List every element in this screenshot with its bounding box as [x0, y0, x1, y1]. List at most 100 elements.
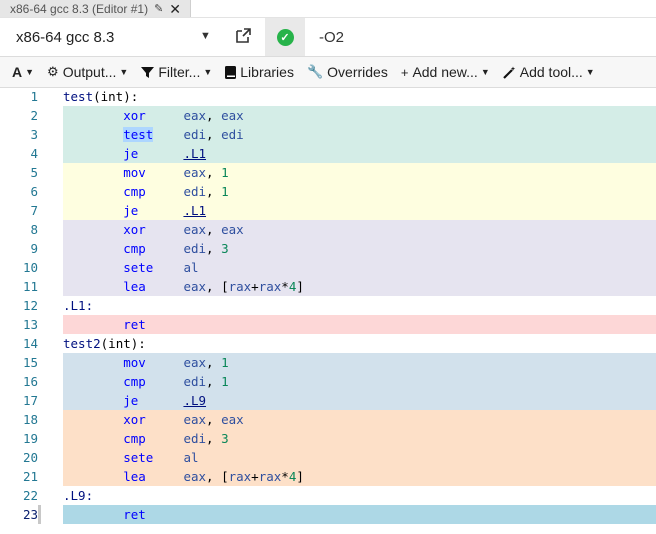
caret-down-icon: ▼: [203, 67, 213, 77]
line-highlight: [63, 315, 656, 334]
line-highlight: [63, 239, 656, 258]
line-number: 11: [22, 279, 38, 294]
code-text[interactable]: je .L1: [63, 201, 206, 220]
line-highlight: [63, 410, 656, 429]
code-line: 18 xor eax, eax: [0, 410, 656, 429]
line-number: 23: [22, 507, 38, 522]
code-text[interactable]: cmp edi, 3: [63, 429, 228, 448]
register: eax: [183, 355, 207, 370]
code-text[interactable]: xor eax, eax: [63, 410, 244, 429]
register: rax: [258, 279, 282, 294]
operand-punct: ,: [206, 165, 222, 180]
register: eax: [221, 222, 244, 237]
register: edi: [183, 431, 207, 446]
operand-punct: ,: [206, 374, 222, 389]
mnemonic: xor: [123, 222, 146, 237]
line-number: 2: [30, 108, 38, 123]
code-text[interactable]: je .L1: [63, 144, 206, 163]
label-link[interactable]: .L1: [183, 146, 207, 161]
code-text[interactable]: .L9:: [63, 486, 93, 505]
mnemonic: sete: [123, 450, 154, 465]
label-signature: (int):: [93, 89, 139, 104]
mnemonic: sete: [123, 260, 154, 275]
plus-icon: +: [400, 64, 409, 80]
mnemonic: xor: [123, 412, 146, 427]
compiler-select[interactable]: x86-64 gcc 8.3 ▼: [4, 21, 226, 53]
mnemonic: cmp: [123, 184, 146, 199]
label-link[interactable]: .L1: [183, 203, 207, 218]
code-line: 2 xor eax, eax: [0, 106, 656, 125]
compile-status[interactable]: ✓: [265, 18, 305, 56]
overrides-label: Overrides: [327, 64, 388, 80]
line-number: 6: [30, 184, 38, 199]
mnemonic: je: [123, 146, 139, 161]
mnemonic: ret: [123, 317, 146, 332]
code-line: 20 sete al: [0, 448, 656, 467]
code-text[interactable]: cmp edi, 1: [63, 372, 228, 391]
code-text[interactable]: sete al: [63, 258, 198, 277]
add-tool-button[interactable]: Add tool... ▼: [497, 57, 602, 87]
add-new-button[interactable]: + Add new... ▼: [395, 57, 497, 87]
code-text[interactable]: lea eax, [rax+rax*4]: [63, 467, 304, 486]
check-icon: ✓: [276, 28, 294, 46]
popout-icon[interactable]: [234, 27, 252, 45]
output-button[interactable]: ⚙ Output... ▼: [41, 57, 135, 87]
code-text[interactable]: cmp edi, 1: [63, 182, 228, 201]
operand-punct: ]: [296, 279, 304, 294]
code-text[interactable]: sete al: [63, 448, 198, 467]
register: eax: [221, 108, 244, 123]
code-text[interactable]: test edi, edi: [63, 125, 244, 144]
line-highlight: [63, 505, 656, 524]
code-line: 15 mov eax, 1: [0, 353, 656, 372]
libraries-button[interactable]: Libraries: [219, 57, 301, 87]
toolbar: A ▼ ⚙ Output... ▼ Filter... ▼ Libraries …: [0, 57, 656, 88]
line-highlight: [63, 448, 656, 467]
code-text[interactable]: cmp edi, 3: [63, 239, 228, 258]
operand-punct: ,: [206, 355, 222, 370]
line-number: 18: [22, 412, 38, 427]
code-text[interactable]: ret: [63, 505, 183, 524]
label-signature: (int):: [100, 336, 146, 351]
code-text[interactable]: test2(int):: [63, 334, 146, 353]
line-number: 15: [22, 355, 38, 370]
register: edi: [183, 241, 207, 256]
line-highlight: [63, 125, 656, 144]
code-text[interactable]: ret: [63, 315, 183, 334]
font-size-button[interactable]: A ▼: [0, 57, 41, 87]
tab-editor[interactable]: x86-64 gcc 8.3 (Editor #1) ✎ ✕: [0, 0, 191, 17]
label-link[interactable]: .L9: [183, 393, 207, 408]
mnemonic: cmp: [123, 374, 146, 389]
code-text[interactable]: .L1:: [63, 296, 93, 315]
register: eax: [183, 469, 207, 484]
code-line: 4 je .L1: [0, 144, 656, 163]
mnemonic: test: [123, 127, 154, 142]
filter-button[interactable]: Filter... ▼: [135, 57, 219, 87]
code-text[interactable]: test(int):: [63, 87, 138, 106]
code-text[interactable]: mov eax, 1: [63, 353, 228, 372]
code-line: 6 cmp edi, 1: [0, 182, 656, 201]
mnemonic: lea: [123, 279, 146, 294]
register: edi: [221, 127, 244, 142]
code-text[interactable]: mov eax, 1: [63, 163, 228, 182]
line-highlight: [63, 429, 656, 448]
code-text[interactable]: je .L9: [63, 391, 206, 410]
operand-punct: ,: [206, 108, 222, 123]
code-text[interactable]: xor eax, eax: [63, 220, 244, 239]
code-text[interactable]: xor eax, eax: [63, 106, 244, 125]
mnemonic: je: [123, 393, 139, 408]
register: eax: [221, 412, 244, 427]
add-tool-label: Add tool...: [519, 64, 583, 80]
pencil-icon[interactable]: ✎: [154, 3, 164, 15]
mnemonic: lea: [123, 469, 146, 484]
compiler-options-input[interactable]: -O2: [305, 18, 656, 56]
line-highlight: [63, 372, 656, 391]
label-name: .L9:: [63, 488, 94, 503]
mnemonic: cmp: [123, 241, 146, 256]
line-number: 9: [30, 241, 38, 256]
line-highlight: [63, 182, 656, 201]
close-icon[interactable]: ✕: [169, 0, 182, 17]
overrides-button[interactable]: 🔧 Overrides: [301, 57, 395, 87]
code-text[interactable]: lea eax, [rax+rax*4]: [63, 277, 304, 296]
